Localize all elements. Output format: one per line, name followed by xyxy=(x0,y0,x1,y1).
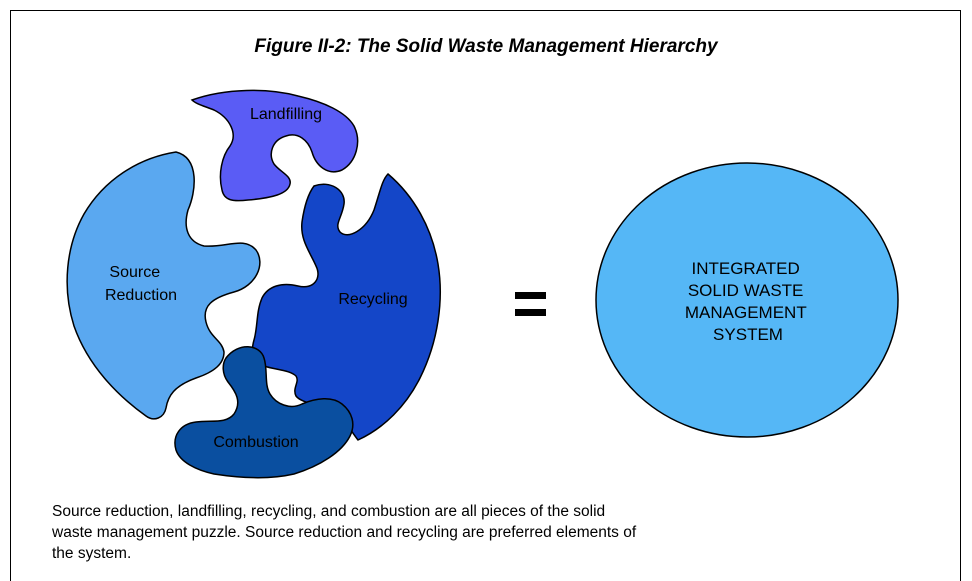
integrated-system-ellipse xyxy=(595,162,899,438)
caption-line-2: waste management puzzle. Source reductio… xyxy=(52,524,637,541)
source-reduction-label-line-2: Reduction xyxy=(105,287,177,304)
figure-caption: Source reduction, landfilling, recycling… xyxy=(52,501,932,564)
landfilling-piece xyxy=(190,89,359,202)
equals-sign-bottom-bar xyxy=(515,309,546,316)
caption-line-3: the system. xyxy=(52,545,132,562)
equals-sign xyxy=(515,292,546,316)
system-label-line-1: INTEGRATED xyxy=(691,259,799,278)
equals-sign-top-bar xyxy=(515,292,546,299)
system-label-line-2: SOLID WASTE xyxy=(688,281,804,300)
source-reduction-label: Source Reduction xyxy=(105,264,177,304)
figure-title: Figure II-2: The Solid Waste Management … xyxy=(254,36,718,57)
recycling-label-background xyxy=(322,286,423,310)
integrated-system-label: INTEGRATED SOLID WASTE MANAGEMENT SYSTEM xyxy=(685,259,811,344)
combustion-piece xyxy=(174,346,354,479)
system-label-line-3: MANAGEMENT xyxy=(685,303,807,322)
combustion-label: Combustion xyxy=(213,434,298,451)
figure-frame xyxy=(10,10,961,581)
landfilling-label: Landfilling xyxy=(250,106,322,123)
recycling-label: Recycling xyxy=(338,291,407,308)
caption-line-1: Source reduction, landfilling, recycling… xyxy=(52,503,606,520)
system-label-line-4: SYSTEM xyxy=(713,325,783,344)
source-reduction-piece xyxy=(66,151,261,420)
source-reduction-label-line-1: Source xyxy=(109,264,160,281)
